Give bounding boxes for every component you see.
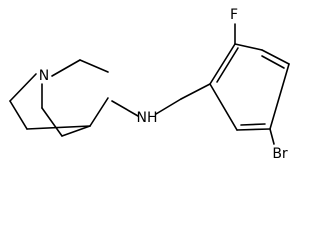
bond-left-to-bridgehead	[26, 125, 91, 130]
fluorine-label: F	[230, 7, 238, 23]
ring-nitrogen-label: N	[39, 68, 49, 84]
quinuclidine-cage	[9, 59, 109, 137]
amine-linker	[111, 83, 211, 117]
bond-n-ch2-left	[9, 73, 37, 102]
structure-diagram: N NH F Br	[9, 7, 290, 162]
bond-c3-nh	[111, 100, 139, 117]
ring-double-bond-inner-1	[216, 47, 239, 83]
bond-n-ch2-right	[51, 59, 81, 77]
bromine-label: Br	[272, 146, 288, 162]
bond-left-chain	[9, 100, 28, 130]
bond-nh-ch2	[155, 98, 182, 115]
benzene-ring	[209, 43, 290, 131]
substituents	[234, 23, 275, 145]
bond-ring-br	[269, 128, 275, 145]
ring-bond-c3-c4	[261, 49, 290, 65]
amine-nh-label: NH	[137, 110, 158, 126]
bond-ch2-c3	[79, 59, 109, 73]
ring-bond-c1-c2	[209, 43, 236, 85]
ring-bond-c4-c5	[269, 63, 290, 130]
ring-bond-c5-c6	[236, 128, 271, 131]
bond-c3-c4-link	[89, 97, 109, 127]
ring-double-bond-inner-3	[240, 123, 266, 126]
bond-middle-to-bridgehead	[61, 125, 91, 137]
bond-ch2-aryl	[180, 83, 211, 100]
bond-middle-chain	[41, 107, 63, 137]
molecule-drawing: N NH F Br	[9, 7, 290, 162]
ring-bond-c6-c1	[209, 83, 238, 131]
ring-bond-c2-c3	[234, 43, 263, 51]
ring-double-bond-inner-2	[261, 55, 285, 69]
